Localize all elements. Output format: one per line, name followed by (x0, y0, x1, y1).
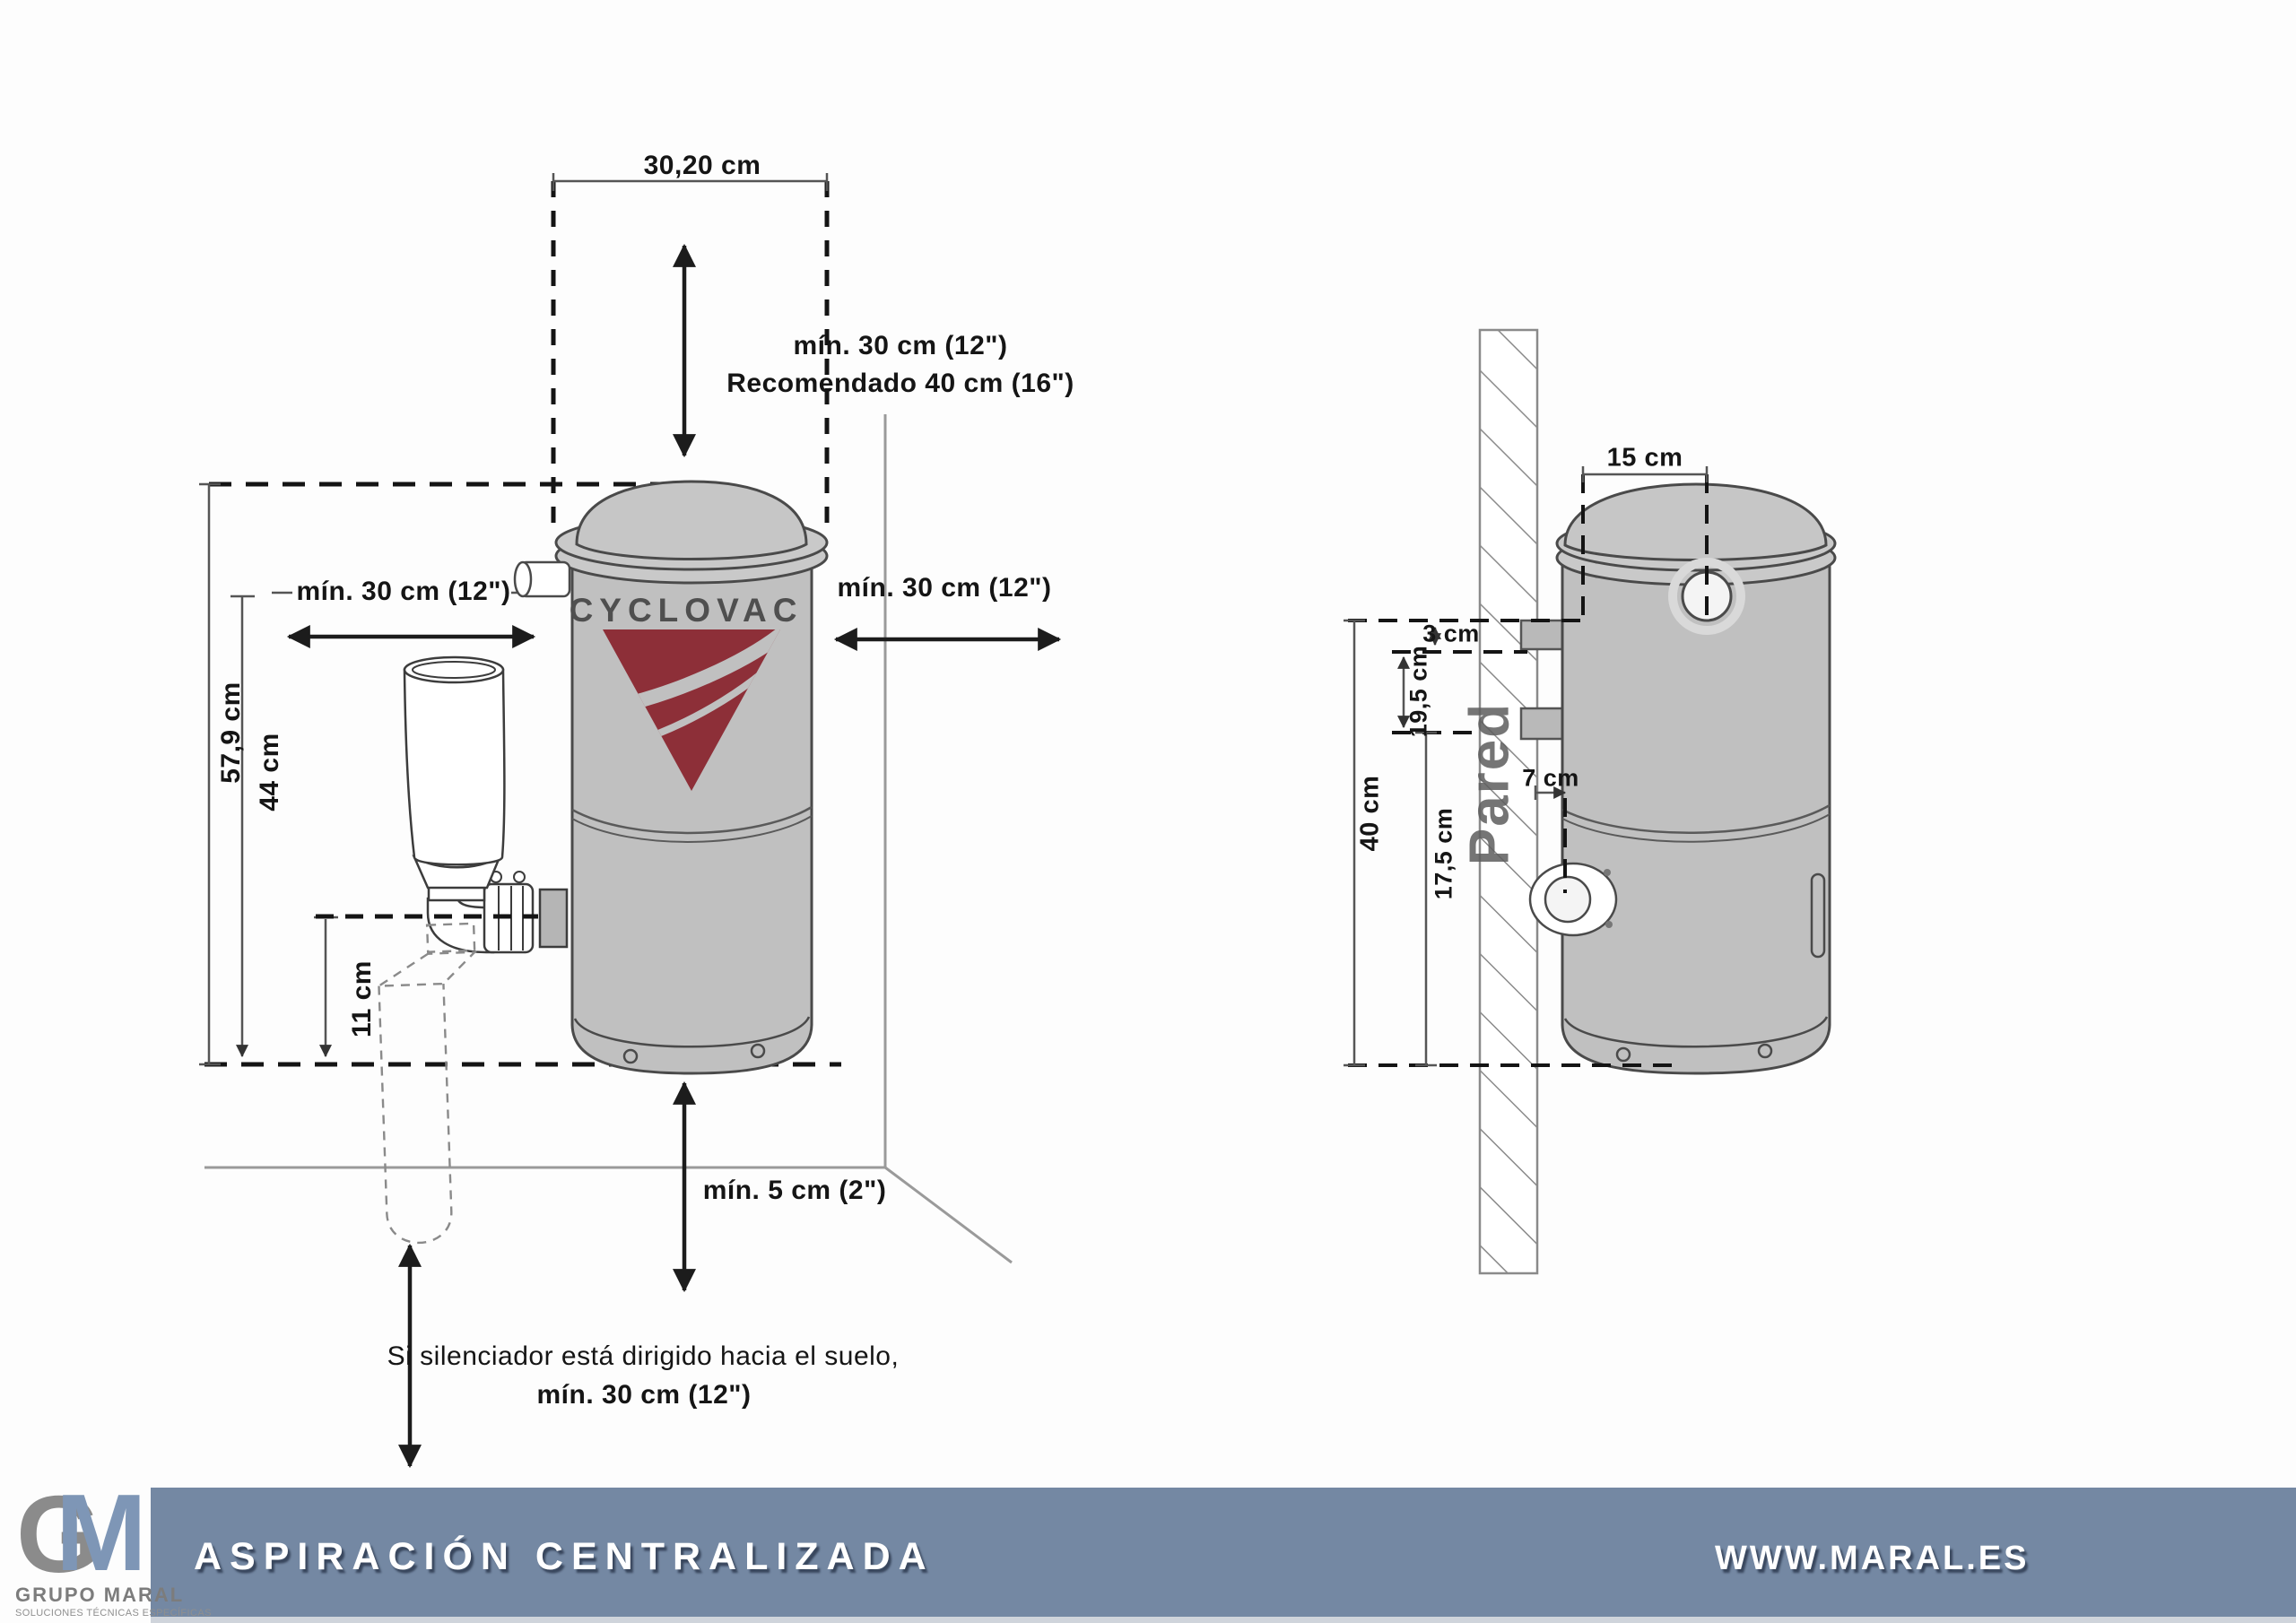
dim-label-195cm: 19,5 cm (1405, 645, 1432, 738)
wall-hatch-strip (1478, 328, 1539, 1275)
clearance-arrows-left-view (286, 243, 1062, 1469)
dim-label-40cm: 40 cm (1355, 775, 1385, 852)
unit-bottom-rim (573, 1016, 811, 1048)
wall-label-pared: Pared (1458, 701, 1521, 866)
dim-label-width-top: 30,20 cm (643, 151, 761, 180)
dimension-lines-left (199, 173, 829, 1066)
dim-label-7cm: 7 cm (1522, 764, 1579, 792)
room-corner-lines (204, 414, 1013, 1264)
mounting-bracket-lower (1519, 707, 1568, 741)
dim-label-175cm: 17,5 cm (1430, 807, 1457, 900)
muffler-cylinder (403, 668, 506, 866)
muffler-port-on-unit (538, 888, 569, 949)
unit-side-seam-line (1561, 803, 1831, 834)
label-top-clearance-min: mín. 30 cm (12") (793, 331, 1008, 360)
unit-dome (575, 480, 808, 560)
label-top-clearance-recommended: Recomendado 40 cm (16") (726, 369, 1074, 398)
grupo-maral-logo-name: GRUPO MARAL (15, 1584, 185, 1606)
footer-title: ASPIRACIÓN CENTRALIZADA (194, 1535, 935, 1578)
unit-foot-screw (622, 1048, 639, 1064)
mounting-bracket-upper (1519, 619, 1568, 651)
dim-label-height-total: 57,9 cm (216, 681, 246, 784)
right-installation-view (1344, 328, 1837, 1275)
left-installation-view (199, 173, 1062, 1469)
upper-inlet-halo (1668, 558, 1745, 635)
central-unit-side (1528, 482, 1837, 1075)
label-left-clearance: mín. 30 cm (12") (296, 577, 511, 606)
muffler-assembly (403, 655, 569, 954)
footer-website-link[interactable]: WWW.MARAL.ES (1715, 1540, 2030, 1577)
unit-side-seam-line2 (1561, 813, 1831, 843)
grupo-maral-logo-m: M (56, 1471, 147, 1593)
muffler-ghost-outline (375, 922, 478, 1245)
dim-label-15cm: 15 cm (1606, 443, 1683, 473)
hose-clamp-screw (513, 871, 526, 883)
label-right-clearance: mín. 30 cm (12") (837, 573, 1052, 603)
grupo-maral-logo-tagline: SOLUCIONES TÉCNICAS ESPECÍFICAS (15, 1608, 212, 1619)
floor-diagonal-line (884, 1166, 1013, 1264)
mounting-brackets (1519, 619, 1568, 741)
unit-side-bottom-rim (1563, 1016, 1829, 1048)
label-bottom-clearance: mín. 5 cm (2") (702, 1176, 887, 1205)
grupo-maral-logo-g: G (16, 1473, 101, 1595)
footer-band-edge (151, 1617, 2296, 1623)
unit-seam-line2 (571, 815, 813, 843)
cyclovac-brand-label: CYCLOVAC (569, 592, 804, 629)
central-unit-front (513, 480, 829, 1075)
dim-label-height-11: 11 cm (347, 960, 377, 1037)
dimension-lines-right (1344, 466, 1709, 1067)
lower-exhaust-flange (1528, 862, 1618, 937)
unit-seam-line (571, 805, 813, 835)
dim-label-3cm: 3 cm (1422, 620, 1480, 647)
footer-band (151, 1488, 2296, 1617)
dim-label-height-44: 44 cm (255, 733, 284, 812)
unit-exhaust-port-left (513, 560, 571, 598)
note-silencer-floor-line1: Si silenciador está dirigido hacia el su… (387, 1341, 900, 1371)
note-silencer-floor-line2: mín. 30 cm (12") (536, 1380, 752, 1410)
unit-side-dome (1563, 482, 1828, 561)
unit-foot-screw (750, 1043, 766, 1059)
filter-door-latch (1810, 872, 1826, 959)
wall-section (1478, 328, 1539, 1275)
unit-side-body (1561, 552, 1831, 1075)
